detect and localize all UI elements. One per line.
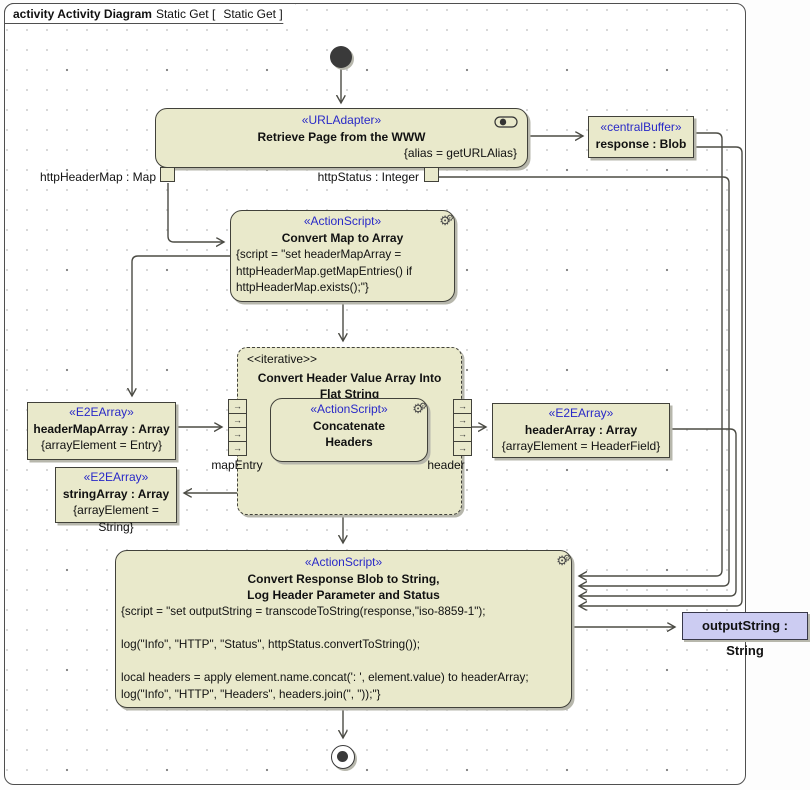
action-title: Convert Map to Array [281,231,404,245]
stereotype-label: «E2EArray» [548,406,614,420]
action-retrieve-page[interactable]: «URLAdapter» Retrieve Page from the WWW … [155,108,528,168]
object-title: headerArray : Array [524,423,638,437]
stereotype-label: «URLAdapter» [301,113,382,127]
object-title: headerMapArray : Array [33,422,170,436]
expansion-arrow-icon: → [233,443,242,453]
alias-constraint: {alias = getURLAlias} [403,146,517,160]
object-stringarray[interactable]: «E2EArray» stringArray : Array {arrayEle… [55,467,177,534]
action-title: Concatenate Headers [312,419,386,449]
diagram-name-label: Static Get [ [155,6,216,21]
edge-httpstatus-to-log[interactable] [439,176,730,586]
pin-label-httpstatus: httpStatus : Integer [317,170,419,184]
edge-headerarray-to-log[interactable] [579,428,737,596]
expansion-arrow-icon: → [454,400,471,414]
object-title: outputString : String [702,618,788,658]
buffer-title: response : Blob [595,137,687,151]
gears-icon: ⚙⚙ [556,553,571,568]
diagram-kind-label: activity Activity Diagram [13,6,152,21]
diagram-ref-label: Static Get ] [223,6,283,21]
edge-response-to-log[interactable] [579,132,723,576]
expansion-label-mapentry: mapEntry [211,458,263,472]
expansion-arrow-icon: → [229,400,246,414]
url-adapter-icon [494,116,518,128]
expansion-arrow-icon: → [458,443,467,453]
object-outputstring[interactable]: outputString : String [682,612,808,658]
stereotype-label: «ActionScript» [304,555,383,569]
action-convert-response-log[interactable]: ⚙⚙ «ActionScript» Convert Response Blob … [115,550,572,708]
stereotype-label: «E2EArray» [83,470,149,484]
activity-final-dot [337,751,348,762]
iterative-keyword: <<iterative>> [247,352,318,366]
action-script-text: {script = "set headerMapArray = httpHead… [236,248,413,295]
action-title: Convert Response Blob to String, Log Hea… [247,572,440,602]
edge-httpheadermap-to-convert[interactable] [167,183,224,242]
diagram-title-tab: activity Activity Diagram Static Get [ S… [4,3,296,24]
expansion-arrow-icon: → [454,428,471,442]
stereotype-label: «ActionScript» [310,402,388,416]
expansion-node-output[interactable]: → → → → [453,399,472,456]
stereotype-label: «centralBuffer» [600,120,682,134]
object-title: stringArray : Array [62,487,170,501]
stereotype-label: «E2EArray» [69,405,134,419]
edge-convert-to-headermaparray[interactable] [132,255,230,396]
stereotype-label: «ActionScript» [303,214,382,228]
array-element-constraint: {arrayElement = Entry} [40,438,163,452]
object-headerarray[interactable]: «E2EArray» headerArray : Array {arrayEle… [492,403,670,458]
expansion-arrow-icon: → [454,414,471,428]
region-title: Convert Header Value Array Into Flat Str… [257,371,442,401]
pin-httpheadermap[interactable] [160,167,175,182]
array-element-constraint: {arrayElement = String} [73,503,159,534]
activity-final-node[interactable] [331,745,355,769]
gears-icon: ⚙⚙ [412,401,427,416]
initial-node[interactable] [330,46,352,68]
central-buffer-response[interactable]: «centralBuffer» response : Blob [588,116,694,158]
pin-httpstatus[interactable] [424,167,439,182]
edge-response-to-log-2[interactable] [579,146,743,606]
action-title: Retrieve Page from the WWW [257,130,426,144]
expansion-label-header: header [427,458,465,472]
action-convert-map-to-array[interactable]: ⚙⚙ «ActionScript» Convert Map to Array {… [230,210,455,302]
gears-icon: ⚙⚙ [439,213,454,228]
array-element-constraint: {arrayElement = HeaderField} [501,439,661,453]
pin-label-httpheadermap: httpHeaderMap : Map [39,170,156,184]
action-concatenate-headers[interactable]: ⚙⚙ «ActionScript» Concatenate Headers [270,398,428,462]
expansion-arrow-icon: → [229,428,246,442]
object-headermaparray[interactable]: «E2EArray» headerMapArray : Array {array… [27,402,176,460]
expansion-arrow-icon: → [229,414,246,428]
action-script-text: {script = "set outputString = transcodeT… [121,605,529,701]
expansion-node-input[interactable]: → → → → [228,399,247,456]
